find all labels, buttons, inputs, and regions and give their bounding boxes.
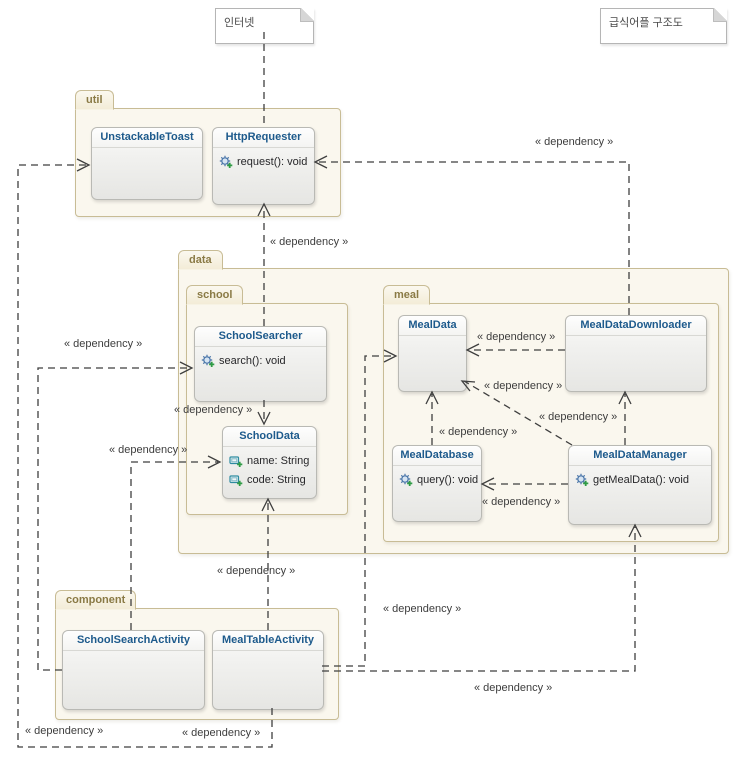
class-mealdatadownloader[interactable]: MealDataDownloader: [565, 315, 707, 392]
field-icon: [229, 475, 243, 486]
class-unstackabletoast[interactable]: UnstackableToast: [91, 127, 203, 200]
method-icon: [399, 473, 413, 486]
method-row: search(): void: [201, 354, 320, 368]
dependency-label: « dependency »: [182, 727, 261, 739]
dependency-label: « dependency »: [270, 236, 349, 248]
note-internet-text: 인터넷: [224, 17, 255, 29]
dependency-label: « dependency »: [64, 338, 143, 350]
package-tab-component[interactable]: component: [55, 590, 137, 610]
class-httprequester[interactable]: HttpRequester request(): void: [212, 127, 315, 205]
class-title: MealDataDownloader: [566, 316, 706, 336]
dependency-label: « dependency »: [217, 565, 296, 577]
package-tab-meal[interactable]: meal: [383, 285, 431, 305]
note-title-text: 급식어플 구조도: [609, 17, 683, 29]
class-mealdatamanager[interactable]: MealDataManager getMealData(): void: [568, 445, 712, 525]
field-row: name: String: [229, 454, 310, 468]
package-tab-util[interactable]: util: [75, 90, 114, 110]
dependency-label: « dependency »: [474, 682, 553, 694]
dependency-label: « dependency »: [539, 411, 618, 423]
class-schoolsearcher[interactable]: SchoolSearcher search(): void: [194, 326, 327, 402]
class-title: SchoolSearchActivity: [63, 631, 204, 651]
package-tab-data[interactable]: data: [178, 250, 223, 270]
note-fold-icon: [300, 8, 314, 22]
dependency-label: « dependency »: [482, 496, 561, 508]
class-title: SchoolSearcher: [195, 327, 326, 347]
class-title: MealData: [399, 316, 466, 336]
dependency-label: « dependency »: [109, 444, 188, 456]
method-row: query(): void: [399, 473, 478, 487]
method-icon: [219, 155, 233, 168]
package-tab-school[interactable]: school: [186, 285, 244, 305]
class-mealdata[interactable]: MealData: [398, 315, 467, 392]
method-icon: [201, 354, 215, 367]
field-row: code: String: [229, 473, 310, 487]
dependency-label: « dependency »: [484, 380, 563, 392]
class-title: UnstackableToast: [92, 128, 202, 148]
dependency-label: « dependency »: [174, 404, 253, 416]
class-title: MealTableActivity: [213, 631, 323, 651]
method-row: request(): void: [219, 155, 308, 169]
dependency-label: « dependency »: [383, 603, 462, 615]
class-mealdatabase[interactable]: MealDatabase query(): void: [392, 445, 482, 522]
method-row: getMealData(): void: [575, 473, 705, 487]
dependency-label: « dependency »: [477, 331, 556, 343]
note-internet[interactable]: 인터넷: [215, 8, 314, 44]
class-mealtableactivity[interactable]: MealTableActivity: [212, 630, 324, 710]
class-title: HttpRequester: [213, 128, 314, 148]
class-schooldata[interactable]: SchoolData name: String code: String: [222, 426, 317, 499]
note-fold-icon: [713, 8, 727, 22]
class-title: SchoolData: [223, 427, 316, 447]
dependency-label: « dependency »: [535, 136, 614, 148]
note-diagram-title[interactable]: 급식어플 구조도: [600, 8, 727, 44]
class-title: MealDatabase: [393, 446, 481, 466]
field-icon: [229, 456, 243, 467]
dependency-label: « dependency »: [25, 725, 104, 737]
class-title: MealDataManager: [569, 446, 711, 466]
class-schoolsearchactivity[interactable]: SchoolSearchActivity: [62, 630, 205, 710]
dependency-label: « dependency »: [439, 426, 518, 438]
method-icon: [575, 473, 589, 486]
